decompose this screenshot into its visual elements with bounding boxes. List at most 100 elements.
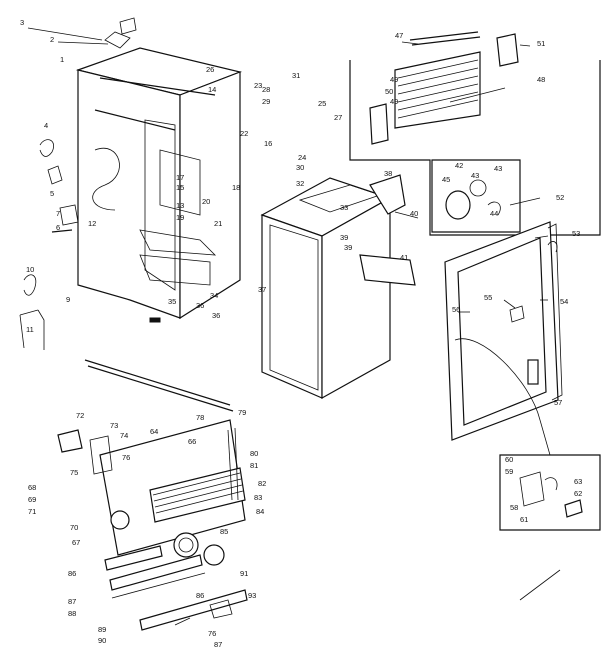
part-number-label: 21 xyxy=(214,219,222,228)
part-number-label: 33 xyxy=(340,203,348,212)
part-number-label: 35 xyxy=(168,297,176,306)
part-number-label: 54 xyxy=(560,297,568,306)
part-number-label: 89 xyxy=(98,625,106,634)
left-small-parts xyxy=(19,139,234,412)
part-number-label: 1 xyxy=(60,55,64,64)
part-number-label: 83 xyxy=(254,493,262,502)
part-number-label: 37 xyxy=(258,285,266,294)
part-number-label: 75 xyxy=(70,468,78,477)
part-number-label: 28 xyxy=(262,85,270,94)
part-number-label: 5 xyxy=(50,189,54,198)
part-number-label: 81 xyxy=(250,461,258,470)
part-number-label: 71 xyxy=(28,507,36,516)
part-number-label: 40 xyxy=(410,209,418,218)
part-number-label: 10 xyxy=(26,265,34,274)
part-number-label: 14 xyxy=(208,85,216,94)
part-number-label: 70 xyxy=(70,523,78,532)
part-number-label: 52 xyxy=(556,193,564,202)
cabinet-liner xyxy=(260,177,392,400)
part-number-label: 3 xyxy=(20,18,24,27)
part-number-label: 61 xyxy=(520,515,528,524)
part-number-label: 49 xyxy=(390,75,398,84)
part-number-label: 59 xyxy=(505,467,513,476)
part-number-label: 91 xyxy=(240,569,248,578)
part-number-label: 55 xyxy=(484,293,492,302)
part-number-label: 87 xyxy=(68,597,76,606)
part-number-label: 84 xyxy=(256,507,264,516)
hinge-inset xyxy=(454,338,601,531)
part-number-label: 86 xyxy=(196,591,204,600)
part-number-label: 80 xyxy=(250,449,258,458)
part-number-label: 6 xyxy=(56,223,60,232)
part-number-label: 64 xyxy=(150,427,158,436)
part-number-label: 47 xyxy=(395,31,403,40)
part-number-label: 45 xyxy=(442,175,450,184)
part-number-label: 60 xyxy=(505,455,513,464)
machine-compartment xyxy=(57,419,248,631)
part-number-label: 29 xyxy=(262,97,270,106)
liner-parts xyxy=(359,174,419,286)
part-number-label: 17 xyxy=(176,173,184,182)
part-number-label: 12 xyxy=(88,219,96,228)
door-frame xyxy=(444,221,563,441)
part-number-label: 39 xyxy=(344,243,352,252)
part-number-label: 22 xyxy=(240,129,248,138)
grille-inset xyxy=(349,31,601,236)
part-number-label: 23 xyxy=(254,81,262,90)
part-number-label: 26 xyxy=(206,65,214,74)
part-number-label: 2 xyxy=(50,35,54,44)
part-number-label: 62 xyxy=(574,489,582,498)
part-number-label: 15 xyxy=(176,183,184,192)
part-number-label: 58 xyxy=(510,503,518,512)
part-number-label: 63 xyxy=(574,477,582,486)
part-number-label: 90 xyxy=(98,636,106,645)
part-number-label: 56 xyxy=(452,305,460,314)
part-number-label: 18 xyxy=(232,183,240,192)
part-number-label: 19 xyxy=(176,213,184,222)
part-number-label: 43 xyxy=(471,171,479,180)
part-number-label: 86 xyxy=(68,569,76,578)
part-number-label: 7 xyxy=(56,209,60,218)
part-number-label: 9 xyxy=(66,295,70,304)
part-number-label: 57 xyxy=(554,398,562,407)
part-number-label: 16 xyxy=(264,139,272,148)
part-number-label: 72 xyxy=(76,411,84,420)
part-number-label: 36 xyxy=(212,311,220,320)
part-number-label: 42 xyxy=(455,161,463,170)
part-number-label: 88 xyxy=(68,609,76,618)
part-number-label: 48 xyxy=(537,75,545,84)
part-number-label: 85 xyxy=(220,527,228,536)
part-number-label: 76 xyxy=(208,629,216,638)
part-number-label: 13 xyxy=(176,201,184,210)
part-number-label: 69 xyxy=(28,495,36,504)
part-number-label: 34 xyxy=(210,291,218,300)
part-number-label: 24 xyxy=(298,153,306,162)
part-number-label: 41 xyxy=(400,253,408,262)
part-number-label: 25 xyxy=(318,99,326,108)
part-number-label: 79 xyxy=(238,408,246,417)
thermostat-inset xyxy=(431,159,521,233)
part-number-label: 11 xyxy=(26,325,34,334)
part-number-label: 36 xyxy=(196,301,204,310)
part-number-label: 76 xyxy=(122,453,130,462)
part-number-label: 87 xyxy=(214,640,222,649)
part-number-label: 27 xyxy=(334,113,342,122)
part-number-label: 39 xyxy=(340,233,348,242)
part-number-label: 74 xyxy=(120,431,128,440)
part-number-label: 66 xyxy=(188,437,196,446)
part-number-label: 31 xyxy=(292,71,300,80)
part-number-label: 51 xyxy=(537,39,545,48)
leader-lines xyxy=(27,27,561,601)
part-number-label: 73 xyxy=(110,421,118,430)
part-number-label: 32 xyxy=(296,179,304,188)
part-number-label: 82 xyxy=(258,479,266,488)
part-number-label: 4 xyxy=(44,121,48,130)
part-number-label: 43 xyxy=(494,164,502,173)
part-number-label: 68 xyxy=(28,483,36,492)
part-number-label: 93 xyxy=(248,591,256,600)
part-number-label: 20 xyxy=(202,197,210,206)
part-number-label: 78 xyxy=(196,413,204,422)
part-number-label: 44 xyxy=(490,209,498,218)
part-number-label: 53 xyxy=(572,229,580,238)
